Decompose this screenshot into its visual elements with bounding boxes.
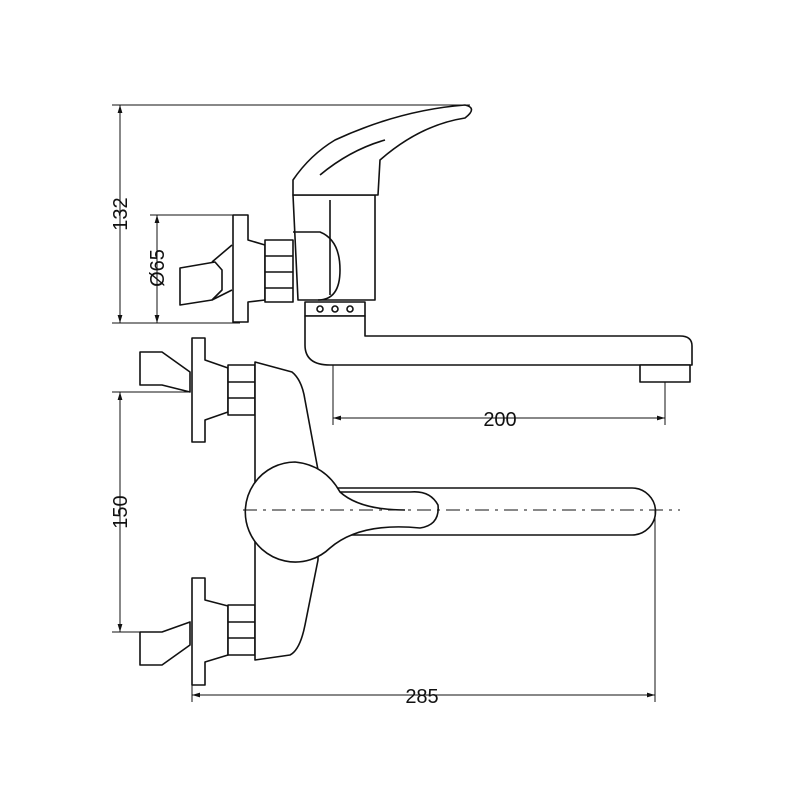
upper-flange xyxy=(191,337,229,443)
side-view: 132 Ø65 200 xyxy=(110,104,693,431)
mixer-body xyxy=(292,194,376,301)
height-dimension-label: 132 xyxy=(110,197,132,230)
front-view: 150 285 xyxy=(110,337,680,708)
lower-inlet-pipe xyxy=(139,621,191,666)
spacing-dimension-label: 150 xyxy=(110,495,132,528)
front-lever-handle xyxy=(244,461,439,563)
inlet-pipe xyxy=(179,261,223,306)
length-dimension-label: 285 xyxy=(405,686,438,708)
lower-flange xyxy=(191,577,229,686)
upper-nut xyxy=(227,364,256,416)
reach-dimension-label: 200 xyxy=(483,409,516,431)
aerator xyxy=(639,364,691,383)
spout xyxy=(304,315,693,366)
lever-handle xyxy=(292,104,473,196)
wall-flange xyxy=(232,214,266,323)
lower-nut xyxy=(227,604,256,656)
connection-nut xyxy=(264,239,294,303)
swivel-ring xyxy=(304,301,366,317)
flange-diameter-label: Ø65 xyxy=(147,249,169,287)
upper-inlet-pipe xyxy=(139,351,191,393)
